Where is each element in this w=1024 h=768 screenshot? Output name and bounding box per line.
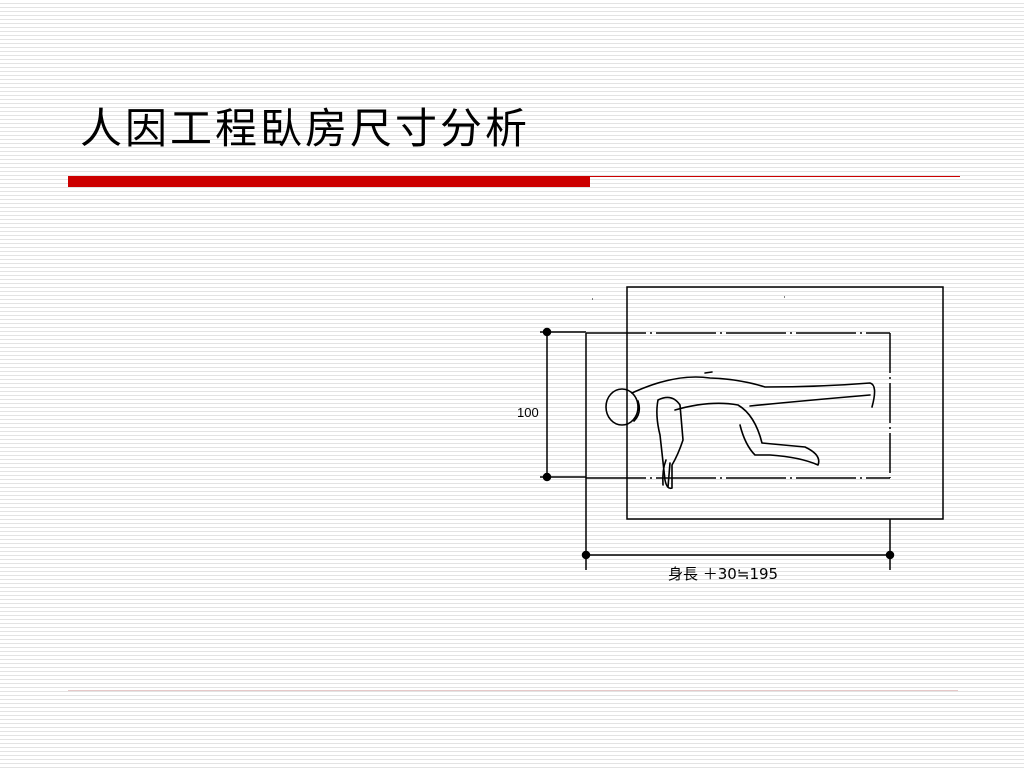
clearance-inner-rect (585, 332, 891, 479)
height-dimension-label: 100 (517, 405, 539, 420)
title-rule-line (590, 176, 960, 177)
slide-title: 人因工程臥房尺寸分析 (80, 104, 531, 153)
length-dimension-label: 身長 ＋30≒195 (668, 565, 778, 583)
crawling-person-dimension-diagram: 100 身長 ＋30≒195 (517, 286, 944, 583)
length-dimension-line (581, 478, 895, 570)
clearance-outer-rect (626, 286, 944, 520)
title-accent-bar (68, 176, 590, 187)
footer-rule-line (68, 690, 958, 691)
crawling-person-figure (605, 371, 876, 490)
height-dimension-line (540, 327, 586, 482)
